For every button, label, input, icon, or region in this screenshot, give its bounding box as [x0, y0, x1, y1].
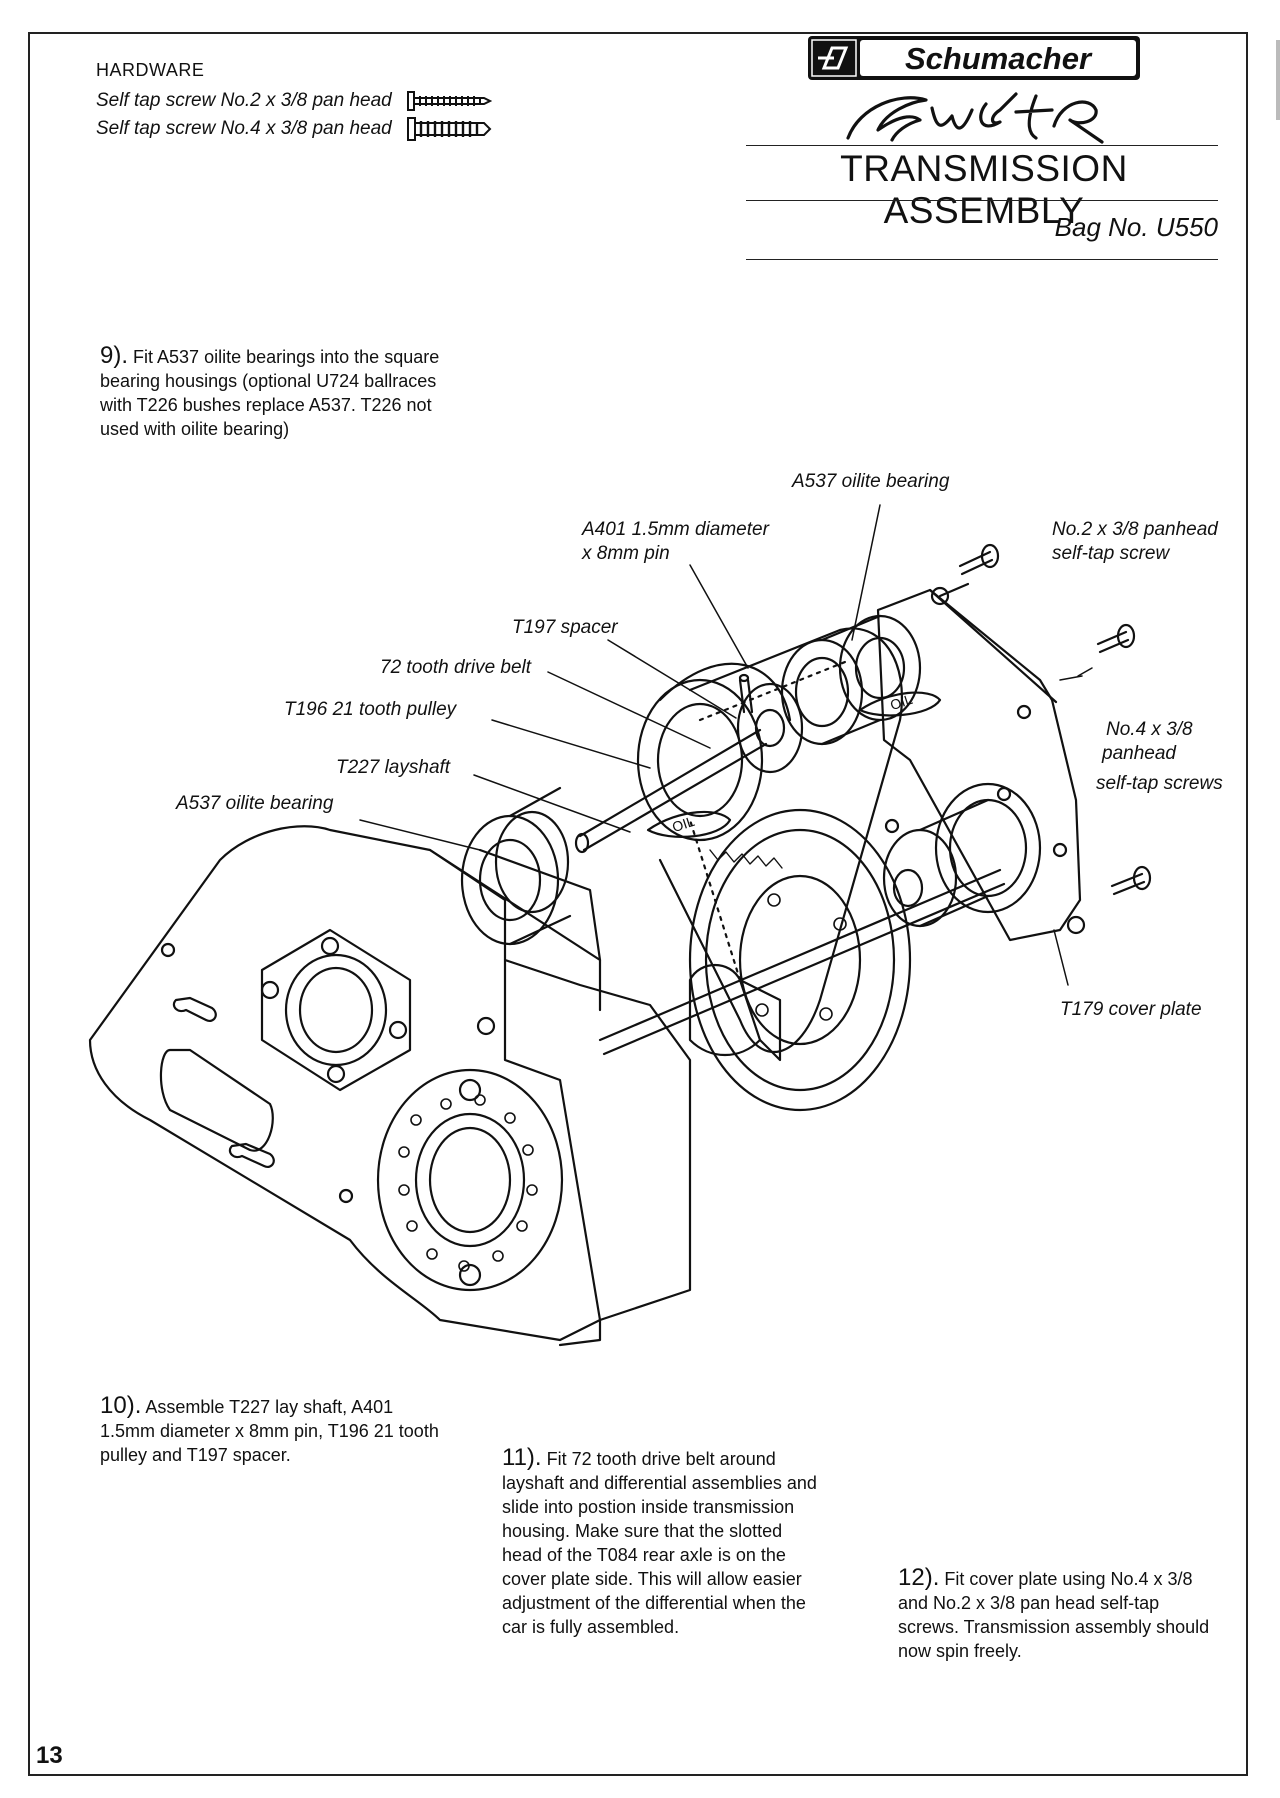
leader-lines: [359, 504, 1093, 986]
hardware-heading: HARDWARE: [96, 60, 205, 80]
step-9: 9). Fit A537 oilite bearings into the sq…: [100, 344, 460, 441]
step-number: 9).: [100, 342, 129, 369]
title-rule: [746, 145, 1218, 146]
title-rule: [746, 200, 1218, 201]
step-text: Fit 72 tooth drive belt around layshaft …: [502, 1449, 817, 1637]
label-t179: T179 cover plate: [1060, 999, 1202, 1020]
label-t197: T197 spacer: [512, 617, 618, 638]
bag-number: Bag No. U550: [1054, 212, 1218, 242]
cougar-logo: [846, 92, 1104, 144]
step-number: 12).: [898, 1564, 940, 1591]
screw-icons: [930, 543, 1152, 896]
label-a537-left: A537 oilite bearing: [176, 793, 334, 814]
title-rule: [746, 259, 1218, 260]
step-number: 10).: [100, 1392, 142, 1419]
screw-no2-icon: [406, 91, 492, 111]
page-title: TRANSMISSION ASSEMBLY: [840, 148, 1128, 231]
label-a537-top: A537 oilite bearing: [792, 471, 950, 492]
label-a401-line1: A401 1.5mm diameter: [582, 519, 769, 540]
screw-no4-icon: [406, 117, 492, 141]
step-text: Fit cover plate using No.4 x 3/8 and No.…: [898, 1569, 1210, 1661]
label-t227: T227 layshaft: [336, 757, 451, 778]
hardware-item: Self tap screw No.4 x 3/8 pan head: [96, 115, 492, 143]
step-11: 11). Fit 72 tooth drive belt around lays…: [502, 1446, 822, 1639]
label-drive-belt: 72 tooth drive belt: [380, 657, 532, 678]
page-number: 13: [36, 1742, 63, 1769]
brand-name: Schumacher: [905, 41, 1093, 76]
page-frame: [28, 32, 1248, 1776]
label-no4-line1: No.4 x 3/8: [1106, 719, 1193, 740]
step-number: 11).: [502, 1444, 542, 1471]
schumacher-logo: Schumacher: [808, 36, 1140, 80]
hardware-item-label: Self tap screw No.2 x 3/8 pan head: [96, 90, 392, 111]
label-no2-line1: No.2 x 3/8 panhead: [1052, 519, 1218, 540]
hardware-item-label: Self tap screw No.4 x 3/8 pan head: [96, 118, 392, 139]
label-a401-line2: x 8mm pin: [582, 543, 670, 564]
step-text: Assemble T227 lay shaft, A401 1.5mm diam…: [100, 1397, 439, 1465]
label-t196: T196 21 tooth pulley: [284, 699, 457, 720]
step-10: 10). Assemble T227 lay shaft, A401 1.5mm…: [100, 1394, 440, 1467]
hardware-item: Self tap screw No.2 x 3/8 pan head: [96, 87, 492, 115]
label-no4-line3: self-tap screws: [1096, 773, 1223, 794]
label-no2-line2: self-tap screw: [1052, 543, 1170, 564]
oil-drop-icon: [858, 691, 942, 717]
page-edge-mark: [1276, 40, 1280, 120]
step-12: 12). Fit cover plate using No.4 x 3/8 an…: [898, 1566, 1218, 1663]
oil-drop-icon: [646, 810, 732, 838]
step-text: Fit A537 oilite bearings into the square…: [100, 347, 440, 439]
hardware-list: HARDWARE Self tap screw No.2 x 3/8 pan h…: [96, 60, 492, 143]
label-no4-line2: panhead: [1102, 743, 1176, 764]
